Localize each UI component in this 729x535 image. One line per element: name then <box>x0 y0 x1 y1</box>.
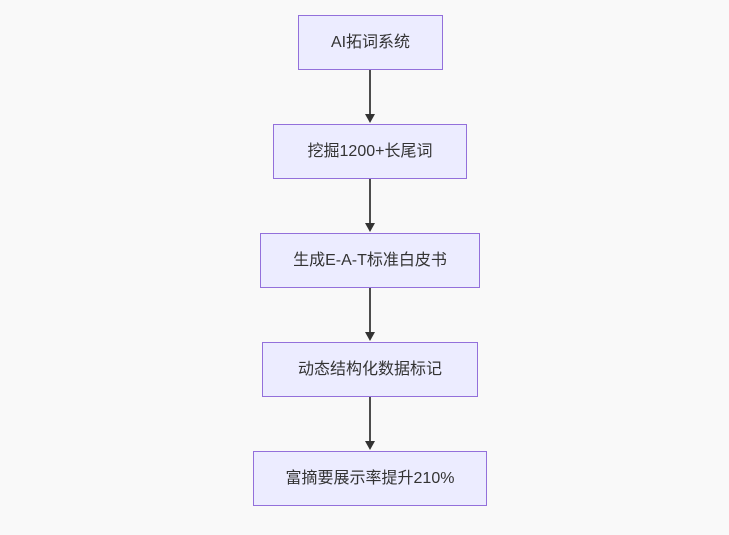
arrow-line-4 <box>369 397 371 442</box>
flow-node-dynamic-structured-data-markup: 动态结构化数据标记 <box>262 342 478 397</box>
arrow-head-icon-4 <box>365 441 375 450</box>
flow-node-rich-snippet-rate-increase: 富摘要展示率提升210% <box>253 451 487 506</box>
arrow-line-1 <box>369 70 371 115</box>
arrow-line-2 <box>369 179 371 224</box>
arrow-head-icon-2 <box>365 223 375 232</box>
arrow-head-icon-1 <box>365 114 375 123</box>
arrow-line-3 <box>369 288 371 333</box>
flow-node-ai-word-expansion-system: AI拓词系统 <box>298 15 443 70</box>
flow-node-mine-longtail-keywords: 挖掘1200+长尾词 <box>273 124 467 179</box>
arrow-head-icon-3 <box>365 332 375 341</box>
flow-node-generate-eat-whitepaper: 生成E-A-T标准白皮书 <box>260 233 480 288</box>
